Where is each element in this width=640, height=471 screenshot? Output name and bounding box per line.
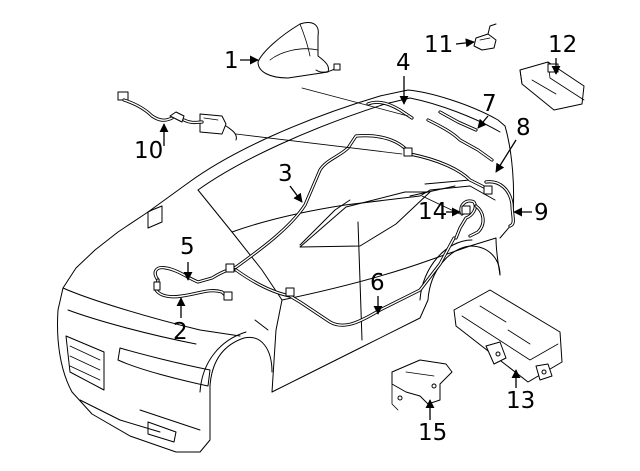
mounting-bracket xyxy=(391,359,453,411)
callout-11: 11 xyxy=(424,32,453,58)
shark-fin-antenna xyxy=(257,22,341,79)
callout-10: 10 xyxy=(134,138,163,164)
callout-8: 8 xyxy=(516,115,531,141)
harness-with-module xyxy=(117,91,237,141)
callout-5: 5 xyxy=(180,234,195,260)
callouts: 1 2 3 4 5 6 7 8 9 10 11 12 13 xyxy=(134,32,577,446)
bracket-assembly xyxy=(453,289,563,383)
callout-14: 14 xyxy=(418,199,447,225)
callout-1: 1 xyxy=(224,48,239,74)
callout-3: 3 xyxy=(278,161,293,187)
callout-6: 6 xyxy=(370,270,385,296)
callout-12: 12 xyxy=(548,32,577,58)
callout-13: 13 xyxy=(506,388,535,414)
callout-7: 7 xyxy=(482,91,497,117)
callout-2: 2 xyxy=(173,319,188,345)
callout-15: 15 xyxy=(418,420,447,446)
small-connector xyxy=(473,23,497,51)
receiver-module xyxy=(519,61,585,111)
vehicle-body xyxy=(57,89,515,453)
wiring-harnesses xyxy=(153,100,515,327)
callout-4: 4 xyxy=(396,50,411,76)
callout-9: 9 xyxy=(534,200,549,226)
